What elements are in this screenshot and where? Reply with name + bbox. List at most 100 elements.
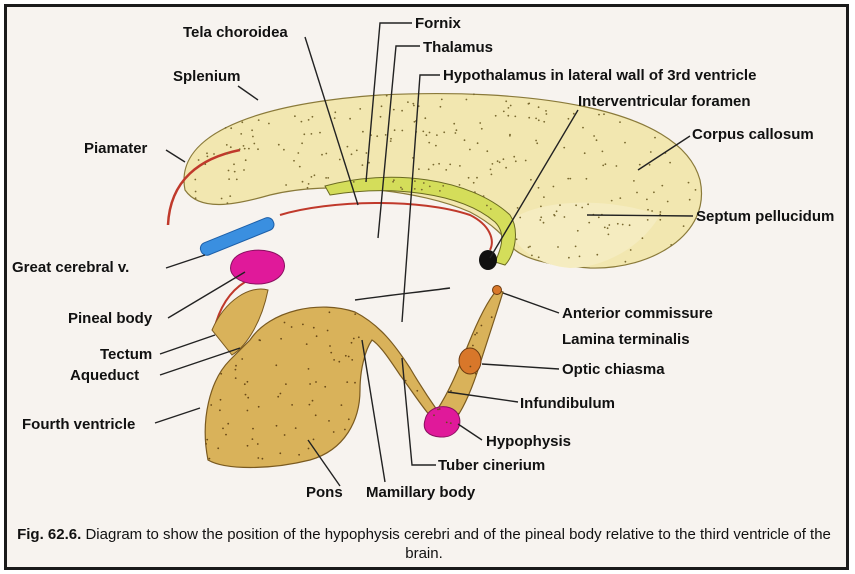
texture-dot bbox=[243, 145, 245, 147]
texture-dot bbox=[557, 246, 559, 248]
texture-dot bbox=[235, 365, 237, 367]
texture-dot bbox=[650, 151, 652, 153]
interventricular-foramen bbox=[479, 250, 497, 270]
texture-dot bbox=[418, 168, 420, 170]
texture-dot bbox=[450, 390, 452, 392]
texture-dot bbox=[437, 409, 439, 411]
texture-dot bbox=[546, 113, 548, 115]
texture-dot bbox=[584, 152, 586, 154]
texture-dot bbox=[486, 150, 488, 152]
texture-dot bbox=[559, 204, 561, 206]
texture-dot bbox=[194, 179, 196, 181]
texture-dot bbox=[439, 408, 441, 410]
texture-dot bbox=[568, 257, 570, 259]
texture-dot bbox=[619, 197, 621, 199]
texture-dot bbox=[428, 168, 430, 170]
texture-dot bbox=[538, 187, 540, 189]
texture-dot bbox=[239, 148, 241, 150]
texture-dot bbox=[204, 163, 206, 165]
label-interventricular-foramen: Interventricular foramen bbox=[578, 93, 751, 110]
texture-dot bbox=[354, 313, 356, 315]
texture-dot bbox=[315, 381, 317, 383]
texture-dot bbox=[586, 178, 588, 180]
texture-dot bbox=[244, 383, 246, 385]
texture-dot bbox=[245, 159, 247, 161]
texture-dot bbox=[543, 121, 545, 123]
texture-dot bbox=[285, 184, 287, 186]
texture-dot bbox=[647, 209, 649, 211]
label-fourth-ventricle: Fourth ventricle bbox=[22, 416, 135, 433]
texture-dot bbox=[329, 345, 331, 347]
texture-dot bbox=[528, 103, 530, 105]
texture-dot bbox=[334, 117, 336, 119]
texture-dot bbox=[235, 369, 237, 371]
texture-dot bbox=[414, 180, 416, 182]
label-pons: Pons bbox=[306, 484, 343, 501]
texture-dot bbox=[538, 119, 540, 121]
texture-dot bbox=[435, 145, 437, 147]
texture-dot bbox=[306, 343, 308, 345]
texture-dot bbox=[227, 153, 229, 155]
texture-dot bbox=[575, 204, 577, 206]
texture-dot bbox=[588, 222, 590, 224]
texture-dot bbox=[229, 195, 231, 197]
texture-dot bbox=[439, 190, 441, 192]
texture-dot bbox=[330, 352, 332, 354]
caption-text: Diagram to show the position of the hypo… bbox=[85, 526, 830, 562]
texture-dot bbox=[349, 118, 351, 120]
texture-dot bbox=[602, 165, 604, 167]
label-lamina-terminalis: Lamina terminalis bbox=[562, 331, 690, 348]
texture-dot bbox=[491, 174, 493, 176]
texture-dot bbox=[313, 327, 315, 329]
texture-dot bbox=[302, 181, 304, 183]
texture-dot bbox=[295, 427, 297, 429]
texture-dot bbox=[315, 414, 317, 416]
texture-dot bbox=[353, 338, 355, 340]
texture-dot bbox=[220, 373, 222, 375]
texture-dot bbox=[341, 404, 343, 406]
texture-dot bbox=[602, 151, 604, 153]
texture-dot bbox=[280, 393, 282, 395]
texture-dot bbox=[291, 326, 293, 328]
texture-dot bbox=[466, 99, 468, 101]
texture-dot bbox=[225, 127, 227, 129]
texture-dot bbox=[581, 207, 583, 209]
texture-dot bbox=[474, 191, 476, 193]
texture-dot bbox=[401, 130, 403, 132]
texture-dot bbox=[556, 210, 558, 212]
texture-dot bbox=[293, 160, 295, 162]
texture-dot bbox=[472, 345, 474, 347]
texture-dot bbox=[301, 142, 303, 144]
label-aqueduct: Aqueduct bbox=[70, 367, 139, 384]
texture-dot bbox=[486, 205, 488, 207]
texture-dot bbox=[230, 146, 232, 148]
label-piamater: Piamater bbox=[84, 140, 148, 157]
texture-dot bbox=[535, 118, 537, 120]
texture-dot bbox=[325, 153, 327, 155]
texture-dot bbox=[540, 216, 542, 218]
texture-dot bbox=[598, 114, 600, 116]
texture-dot bbox=[219, 409, 221, 411]
texture-dot bbox=[205, 443, 207, 445]
texture-dot bbox=[258, 119, 260, 121]
texture-dot bbox=[228, 170, 230, 172]
texture-dot bbox=[333, 359, 335, 361]
texture-dot bbox=[351, 342, 353, 344]
texture-dot bbox=[314, 174, 316, 176]
anterior-commissure bbox=[493, 286, 502, 295]
texture-dot bbox=[228, 178, 230, 180]
texture-dot bbox=[227, 202, 229, 204]
texture-dot bbox=[660, 211, 662, 213]
texture-dot bbox=[477, 142, 479, 144]
texture-dot bbox=[313, 439, 315, 441]
texture-dot bbox=[226, 144, 228, 146]
label-hypothalamus: Hypothalamus in lateral wall of 3rd vent… bbox=[443, 67, 756, 84]
texture-dot bbox=[247, 397, 249, 399]
texture-dot bbox=[569, 178, 571, 180]
texture-dot bbox=[366, 152, 368, 154]
texture-dot bbox=[207, 156, 209, 158]
texture-dot bbox=[321, 154, 323, 156]
texture-dot bbox=[422, 131, 424, 133]
texture-dot bbox=[516, 238, 518, 240]
texture-dot bbox=[312, 400, 314, 402]
